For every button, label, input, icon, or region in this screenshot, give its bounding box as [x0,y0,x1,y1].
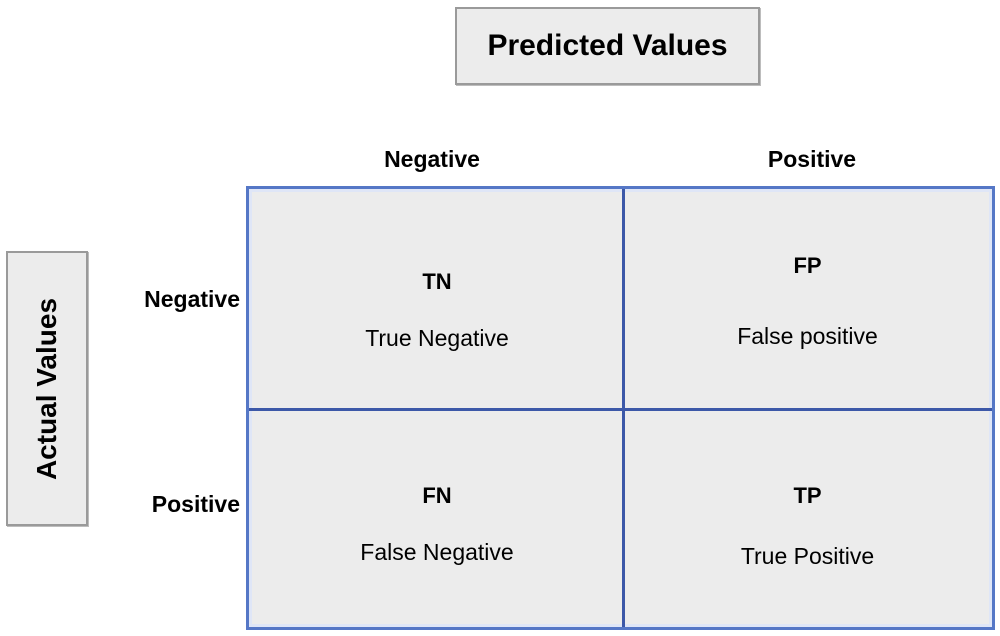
cell-tp-label: True Positive [740,543,875,569]
matrix-horizontal-divider [249,408,992,411]
cell-fp-label: False positive [737,323,878,349]
actual-values-box: Actual Values [6,251,88,526]
predicted-values-label: Predicted Values [487,29,728,62]
row-header-positive: Positive [151,491,240,517]
row-header-negative: Negative [144,286,240,312]
cell-true-negative: TN True Negative [252,269,622,352]
cell-fn-abbr: FN [422,483,452,508]
column-header-negative: Negative [384,146,480,172]
cell-false-negative: FN False Negative [252,483,622,566]
cell-tp-abbr: TP [793,483,822,508]
cell-fn-label: False Negative [360,539,514,565]
cell-true-positive: TP True Positive [625,483,990,570]
cell-false-positive: FP False positive [625,253,990,350]
cell-tn-label: True Negative [365,325,509,351]
cell-tn-abbr: TN [422,269,452,294]
column-header-positive: Positive [767,146,857,172]
predicted-values-title: Predicted Values [455,7,760,85]
confusion-matrix: TN True Negative FP False positive FN Fa… [246,186,995,630]
actual-values-label: Actual Values [31,297,62,480]
cell-fp-abbr: FP [793,253,822,278]
